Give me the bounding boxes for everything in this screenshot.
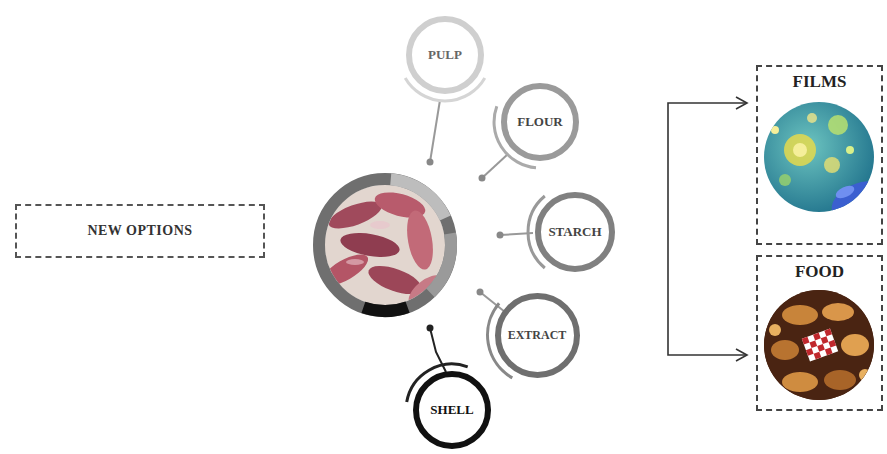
starch-circle: STARCH — [535, 192, 615, 272]
food-picture — [764, 290, 874, 400]
box-title: FILMS — [793, 72, 847, 92]
flour-circle: FLOUR — [501, 83, 579, 161]
product-box: FOOD — [756, 255, 883, 411]
photo-circle — [300, 160, 469, 329]
box-title: FOOD — [795, 262, 844, 282]
circle-label: EXTRACT — [508, 328, 567, 343]
option-box: NEW OPTIONS — [15, 204, 265, 258]
extract-circle: EXTRACT — [495, 293, 580, 378]
circle-label: SHELL — [430, 402, 473, 418]
product-box: FILMS — [756, 65, 883, 245]
shell-circle: SHELL — [413, 371, 491, 449]
pulp-circle: PULP — [406, 16, 484, 94]
circle-label: STARCH — [548, 224, 601, 240]
box-label: NEW OPTIONS — [87, 223, 192, 239]
films-picture — [764, 102, 887, 226]
circle-label: PULP — [428, 47, 462, 63]
circle-label: FLOUR — [517, 114, 563, 130]
bracket-arrow — [668, 97, 747, 361]
